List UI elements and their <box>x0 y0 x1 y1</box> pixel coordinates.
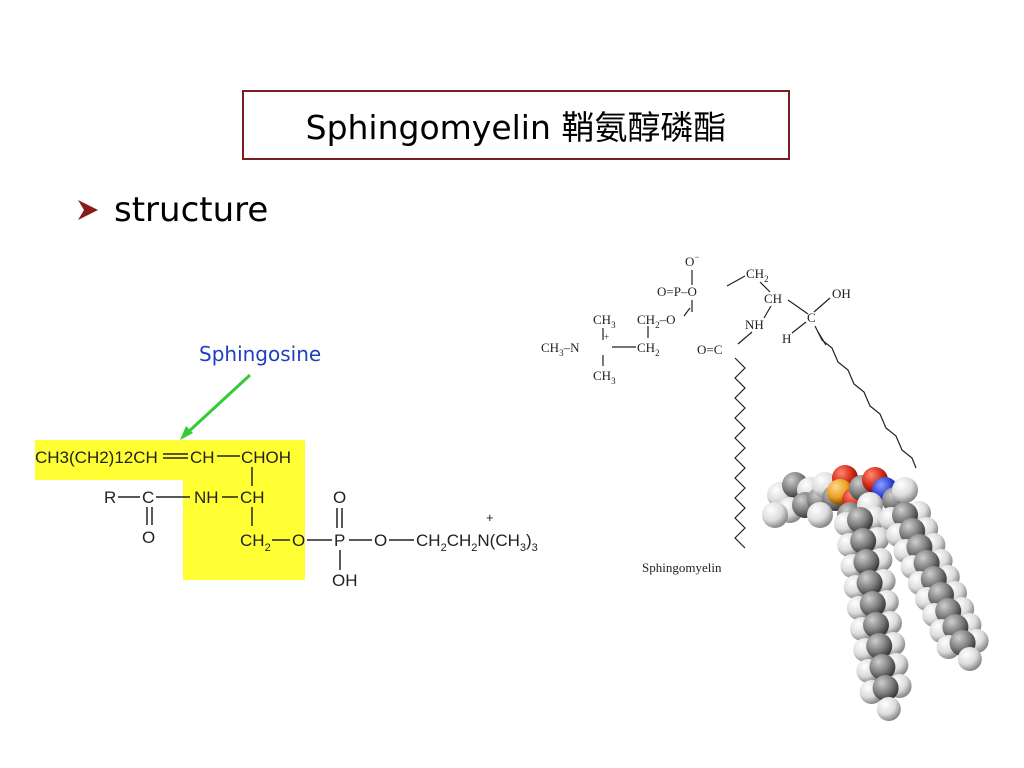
p-text: P <box>334 531 345 550</box>
ch3-n-label: CH3–N <box>541 340 580 358</box>
bullet-text: structure <box>114 190 269 230</box>
o-link-text: O <box>292 531 305 550</box>
c-label: C <box>807 310 816 325</box>
model-tail-atom-27 <box>876 697 901 721</box>
arrow-bullet-icon <box>78 200 98 220</box>
sphingosine-arrowhead <box>180 426 193 440</box>
model-tail-atom-2 <box>847 507 873 533</box>
o-eq-c-label: O=C <box>697 342 722 357</box>
ch-text-2: CH <box>240 488 265 507</box>
right-caption: Sphingomyelin <box>642 560 722 575</box>
oh-label: OH <box>832 286 851 301</box>
model-tail-atom-20 <box>866 633 893 659</box>
ch2-o-label: CH2–O <box>637 312 675 330</box>
model-tail-atom-11 <box>856 570 883 596</box>
chohl-text: CHOH <box>241 448 291 467</box>
r-text: R <box>104 488 116 507</box>
ch2-n-label: CH2 <box>637 340 660 358</box>
n-plus: + <box>604 332 609 342</box>
model-tail-atom-26 <box>872 675 899 701</box>
model-atoms <box>762 465 989 721</box>
sphingosine-highlight <box>35 440 305 580</box>
nh-text: NH <box>194 488 219 507</box>
model-head-atom-9 <box>807 502 833 528</box>
ch3-bottom-label: CH3 <box>593 368 616 386</box>
o-text: O <box>142 528 155 547</box>
ch3-top-label: CH3 <box>593 312 616 330</box>
p-oh-text: OH <box>332 571 358 590</box>
ch2-text: CH2 <box>240 531 271 554</box>
slide-title-text: Sphingomyelin 鞘氨醇磷酯 <box>305 108 727 147</box>
chain-text: CH3(CH2)12CH <box>35 448 158 467</box>
sphingosine-label: Sphingosine <box>199 342 322 366</box>
plus-charge: + <box>486 510 494 525</box>
sphingosine-tail <box>814 325 917 469</box>
sphingosine-arrow <box>184 373 252 436</box>
o-link2-text: O <box>374 531 387 550</box>
model-tail-atom-5 <box>850 528 877 554</box>
model-tail-atom-17 <box>863 612 889 638</box>
model-tail-atom-8 <box>853 549 880 575</box>
slide-title: Sphingomyelin 鞘氨醇磷酯 <box>242 90 790 160</box>
o-eq-p-label: O=P–O <box>657 284 697 299</box>
tail-double-bond <box>817 331 827 346</box>
ch2-top-label: CH2 <box>746 266 769 284</box>
acyl-chain <box>734 357 746 549</box>
model-tail-atom-14 <box>859 591 886 617</box>
choline-text: CH2CH2N(CH3)3 <box>416 531 538 554</box>
p-top-o-text: O <box>333 488 346 507</box>
h-label: H <box>782 331 791 346</box>
model-head-atom-18 <box>892 477 918 503</box>
ch-text: CH <box>190 448 215 467</box>
ch-label: CH <box>764 291 782 306</box>
nh-label: NH <box>745 317 764 332</box>
bullet-item: structure <box>74 190 268 230</box>
model-head-atom-6 <box>762 502 788 528</box>
c-text: C <box>142 488 154 507</box>
model-tail-atom-23 <box>869 654 896 680</box>
model-tail-atom-55 <box>957 647 982 671</box>
